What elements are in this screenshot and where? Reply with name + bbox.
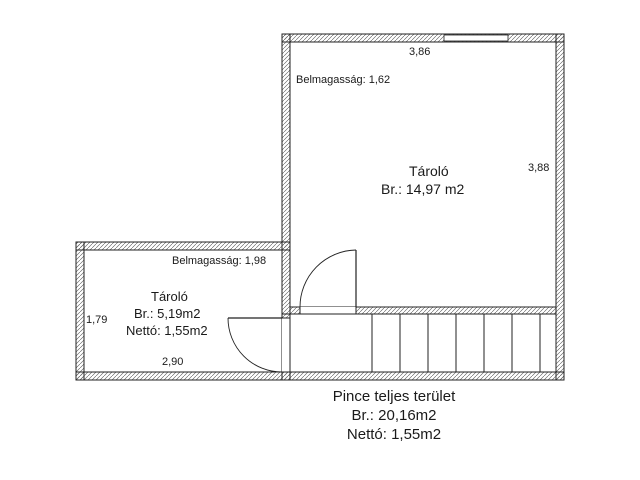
doorway-upper [300,307,356,314]
room-small-width-dimension: 2,90 [162,356,184,368]
room-small-area-net: Nettó: 1,55m2 [126,323,208,338]
stairs [289,313,557,373]
door-lower [227,317,283,373]
room-small-name: Tároló [151,289,188,304]
doorway-lower [282,318,290,372]
room-large-width-dimension: 3,86 [409,46,431,58]
window-top [443,34,509,42]
room-large-walls [281,33,565,381]
summary-title: Pince teljes terület [332,388,456,405]
room-small-area-gross: Br.: 5,19m2 [134,306,201,321]
room-large-name: Tároló [409,163,449,179]
room-small-depth-dimension: 1,79 [86,314,108,326]
door-upper [299,249,357,308]
summary-net: Nettó: 1,55m2 [346,426,442,443]
room-large-ceiling-height: Belmagasság: 1,62 [296,74,391,86]
room-small-ceiling-height: Belmagasság: 1,98 [172,255,267,267]
room-large-depth-dimension: 3,88 [528,162,550,174]
summary-gross: Br.: 20,16m2 [351,407,437,424]
room-large-area-gross: Br.: 14,97 m2 [381,181,465,197]
